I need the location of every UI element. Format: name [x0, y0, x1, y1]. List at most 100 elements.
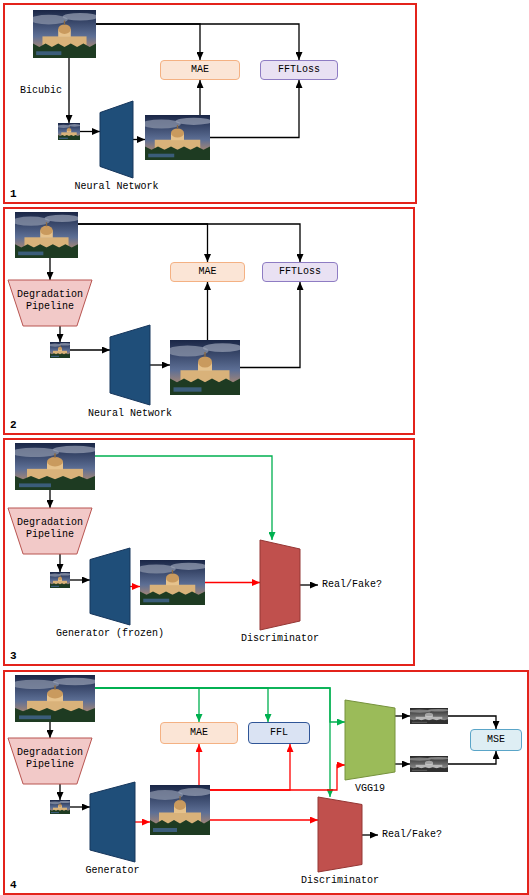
cloud: [59, 343, 70, 346]
cloud: [170, 346, 209, 357]
loss-box: FFTLoss: [260, 60, 338, 80]
box-text-wrap: FFTLoss: [263, 263, 337, 281]
flow-arrow: [395, 763, 410, 764]
discriminator-block-shape: [260, 540, 300, 630]
trees: [15, 476, 95, 490]
block-caption: Generator: [85, 865, 139, 877]
cloud: [171, 563, 205, 570]
photo-illustration: [58, 123, 80, 140]
cloud: [150, 790, 183, 800]
block-caption: Neural Network: [88, 408, 172, 420]
block-text-wrap: Degradation Pipeline: [8, 280, 92, 326]
feature-map-image: [410, 708, 448, 724]
building-dome: [166, 574, 179, 583]
river: [19, 483, 51, 487]
building-dome: [174, 800, 186, 810]
block-text-wrap: Degradation Pipeline: [8, 508, 92, 554]
trees: [140, 592, 205, 606]
building-base: [155, 140, 201, 150]
photo-illustration: [15, 212, 78, 258]
flow-arrow: [96, 24, 200, 60]
flow-arrow: [59, 326, 60, 342]
loss-box: MAE: [160, 60, 240, 80]
box-text-wrap: MAE: [161, 61, 239, 79]
loss-label: FFTLoss: [279, 266, 321, 278]
block-label: Degradation Pipeline: [14, 289, 86, 313]
building-dome: [47, 457, 63, 466]
block-caption: Generator (frozen): [56, 628, 164, 640]
building-dome: [58, 347, 62, 350]
building-spire: [69, 127, 70, 129]
trees: [145, 147, 210, 161]
building-spire: [204, 352, 205, 357]
degradation-block: Degradation Pipeline: [8, 280, 92, 326]
building-base: [53, 581, 67, 585]
flow-arrow: [78, 224, 300, 262]
photo-illustration: [15, 443, 95, 490]
loss-label: MAE: [191, 64, 209, 76]
cloud: [410, 710, 431, 713]
network-block-shape: [90, 548, 130, 625]
block-outline: [8, 280, 92, 326]
trees: [410, 767, 448, 772]
building-dome: [171, 129, 184, 138]
cloud: [50, 344, 61, 347]
cloud: [59, 801, 70, 803]
cloud: [203, 343, 240, 352]
cloud: [176, 118, 210, 125]
discriminator-block-shape: [318, 797, 362, 872]
building-dome: [198, 357, 212, 368]
cloud: [59, 573, 70, 576]
discriminator-block: Discriminator: [318, 797, 362, 872]
photo-illustration: [50, 800, 70, 814]
cloud: [68, 124, 80, 127]
cloud: [15, 217, 50, 226]
building-dome: [67, 128, 71, 131]
photo-image: [145, 115, 210, 160]
photo-illustration: [50, 342, 70, 358]
sky: [50, 800, 70, 814]
block-outline: [90, 782, 135, 862]
cloud: [410, 758, 431, 761]
output-label: Real/Fake?: [382, 829, 442, 841]
river: [59, 138, 68, 139]
sky: [50, 342, 70, 358]
trees: [170, 379, 240, 396]
flow-arrow: [198, 744, 199, 785]
building-base: [27, 469, 83, 479]
cloud: [53, 446, 95, 454]
flow-arrow: [150, 364, 170, 365]
edge-label: Bicubic: [19, 85, 63, 97]
panel-number: 3: [10, 650, 17, 663]
flow-arrow: [205, 582, 260, 583]
discriminator-block: Discriminator: [260, 540, 300, 630]
network-block: Generator (frozen): [90, 548, 130, 625]
photo-illustration: [150, 785, 210, 835]
flow-arrow: [210, 765, 345, 790]
trees: [33, 44, 96, 58]
box-text-wrap: MSE: [471, 730, 521, 750]
block-outline: [110, 325, 150, 405]
river: [51, 586, 59, 587]
block-outline: [260, 540, 300, 630]
cloud: [140, 565, 176, 574]
building-base: [416, 765, 443, 769]
building-base: [53, 351, 67, 355]
flow-arrow: [240, 282, 300, 368]
vgg-block: VGG19: [345, 700, 395, 780]
loss-box: MAE: [160, 722, 238, 744]
loss-box: MSE: [470, 729, 522, 751]
photo-image: [15, 212, 78, 258]
building-spire: [179, 796, 180, 801]
flow-arrow: [135, 821, 150, 822]
river: [153, 828, 177, 832]
building-spire: [429, 760, 430, 761]
flow-arrow: [95, 688, 345, 722]
building-dome: [58, 24, 71, 34]
box-text-wrap: FFTLoss: [261, 61, 337, 79]
photo-illustration: [170, 340, 240, 395]
flow-arrow: [210, 80, 299, 138]
low-res-image: [58, 123, 80, 140]
cloud: [428, 709, 448, 712]
low-res-image: [50, 572, 70, 588]
